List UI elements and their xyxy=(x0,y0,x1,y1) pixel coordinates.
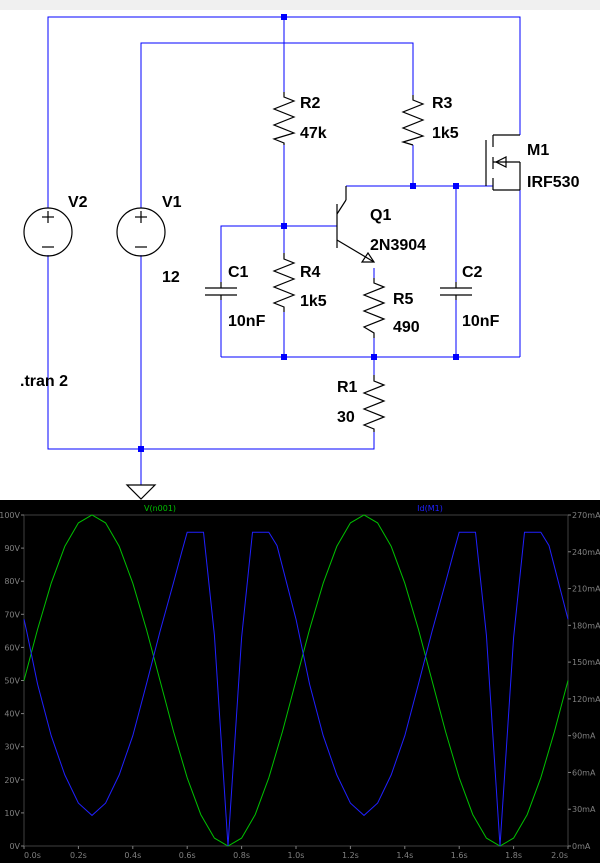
left-tick-label: 20V xyxy=(4,776,20,785)
m1-label: M1 xyxy=(527,142,549,159)
c2-label: C2 xyxy=(462,264,483,281)
traces xyxy=(23,514,569,847)
schematic-editor[interactable]: V2 V1 12 R2 47k R3 1k5 M1 IRF530 Q1 2N39… xyxy=(0,0,600,500)
r5-label: R5 xyxy=(393,291,414,308)
x-tick-label: 1.8s xyxy=(505,851,522,860)
right-tick-label: 150mA xyxy=(572,658,600,667)
capacitor-c1[interactable] xyxy=(205,282,237,300)
right-tick-label: 240mA xyxy=(572,548,600,557)
resistor-r3[interactable] xyxy=(400,95,425,146)
right-axis-ticks: 0mA 30mA 60mA 90mA 120mA 150mA 180mA 210mA 240mA… xyxy=(568,511,600,851)
v1-value: 12 xyxy=(162,269,180,286)
right-tick-label: 90mA xyxy=(572,732,596,741)
left-tick-label: 60V xyxy=(4,643,20,652)
x-tick-label: 0.2s xyxy=(70,851,87,860)
legend[interactable]: V(n001) Id(M1) xyxy=(144,504,443,513)
right-tick-label: 30mA xyxy=(572,805,596,814)
m1-value: IRF530 xyxy=(527,174,580,191)
r1-label: R1 xyxy=(337,379,358,396)
left-tick-label: 0V xyxy=(9,842,20,851)
right-tick-label: 180mA xyxy=(572,621,600,630)
x-tick-label: 0.8s xyxy=(233,851,250,860)
capacitor-c2[interactable] xyxy=(440,282,472,300)
series-line-0 xyxy=(23,514,569,847)
r5-value: 490 xyxy=(393,319,420,336)
left-tick-label: 50V xyxy=(4,677,20,686)
waveform-plot[interactable]: 0.0s 0.2s 0.4s 0.6s 0.8s 1.0s 1.2s 1.4s 1.6s 1.8s… xyxy=(0,500,600,863)
right-tick-label: 270mA xyxy=(572,511,600,520)
v2-label: V2 xyxy=(68,194,88,211)
q1-value: 2N3904 xyxy=(370,237,426,254)
left-tick-label: 40V xyxy=(4,710,20,719)
left-tick-label: 30V xyxy=(4,743,20,752)
r4-label: R4 xyxy=(300,264,321,281)
junction-node xyxy=(138,446,144,452)
c1-label: C1 xyxy=(228,264,249,281)
mosfet-m1[interactable] xyxy=(485,134,521,191)
series-line-1 xyxy=(23,531,569,847)
x-tick-label: 1.0s xyxy=(288,851,305,860)
spice-directive[interactable]: .tran 2 xyxy=(20,373,68,390)
resistor-r4[interactable] xyxy=(272,253,296,312)
junctions xyxy=(138,14,459,452)
junction-node xyxy=(410,183,416,189)
q1-label: Q1 xyxy=(370,207,391,224)
r2-label: R2 xyxy=(300,95,321,112)
window-top-strip xyxy=(0,0,600,10)
left-tick-label: 70V xyxy=(4,610,20,619)
schematic-canvas[interactable]: V2 V1 12 R2 47k R3 1k5 M1 IRF530 Q1 2N39… xyxy=(0,0,600,500)
r2-value: 47k xyxy=(300,125,327,142)
x-tick-label: 0.4s xyxy=(124,851,141,860)
x-tick-label: 1.2s xyxy=(342,851,359,860)
r3-value: 1k5 xyxy=(432,125,459,142)
junction-node xyxy=(281,354,287,360)
left-tick-label: 90V xyxy=(4,544,20,553)
junction-node xyxy=(371,354,377,360)
x-tick-label: 1.4s xyxy=(396,851,413,860)
right-tick-label: 60mA xyxy=(572,768,596,777)
legend-entry-0[interactable]: V(n001) xyxy=(144,504,176,513)
left-axis-ticks: 0V 10V 20V 30V 40V 50V 60V 70V 80V 90V 100V xyxy=(0,511,24,851)
voltage-source-v2[interactable] xyxy=(23,207,73,257)
right-tick-label: 0mA xyxy=(572,842,591,851)
left-tick-label: 100V xyxy=(0,511,21,520)
x-tick-label: 0.0s xyxy=(24,851,41,860)
voltage-source-v1[interactable] xyxy=(116,207,166,257)
junction-node xyxy=(453,354,459,360)
junction-node xyxy=(453,183,459,189)
resistor-r2[interactable] xyxy=(272,92,296,145)
v1-label: V1 xyxy=(162,194,182,211)
right-tick-label: 120mA xyxy=(572,695,600,704)
transistor-q1[interactable] xyxy=(336,186,376,263)
ground-symbol[interactable] xyxy=(125,484,157,500)
r3-label: R3 xyxy=(432,95,453,112)
r4-value: 1k5 xyxy=(300,293,327,310)
right-tick-label: 210mA xyxy=(572,585,600,594)
c1-value: 10nF xyxy=(228,313,266,330)
x-tick-label: 2.0s xyxy=(551,851,568,860)
waveform-viewer[interactable]: 0.0s 0.2s 0.4s 0.6s 0.8s 1.0s 1.2s 1.4s 1.6s 1.8s… xyxy=(0,500,600,863)
x-tick-label: 0.6s xyxy=(179,851,196,860)
resistor-r5[interactable] xyxy=(362,278,386,338)
junction-node xyxy=(281,223,287,229)
c2-value: 10nF xyxy=(462,313,500,330)
x-axis-ticks: 0.0s 0.2s 0.4s 0.6s 0.8s 1.0s 1.2s 1.4s 1.6s 1.8s… xyxy=(23,846,569,860)
wires xyxy=(47,16,521,485)
left-tick-label: 10V xyxy=(4,809,20,818)
r1-value: 30 xyxy=(337,409,355,426)
junction-node xyxy=(281,14,287,20)
resistor-r1[interactable] xyxy=(362,375,386,432)
x-tick-label: 1.6s xyxy=(451,851,468,860)
legend-entry-1[interactable]: Id(M1) xyxy=(417,504,443,513)
left-tick-label: 80V xyxy=(4,577,20,586)
